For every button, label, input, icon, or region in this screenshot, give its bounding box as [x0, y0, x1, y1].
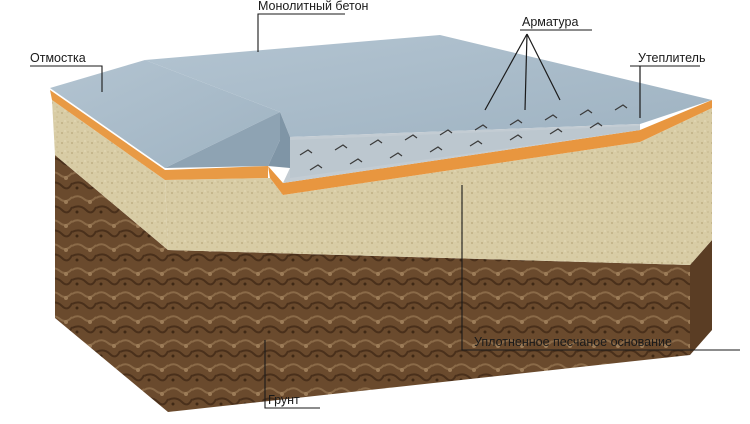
insulation-label: Утеплитель [638, 51, 705, 65]
soil-callout-line [264, 340, 320, 409]
blind-area-callout-line [30, 65, 103, 92]
concrete-slab-cut [290, 126, 640, 178]
sand-layer-left [52, 100, 168, 250]
sand-callout-line [461, 185, 740, 351]
concrete-slab-step [268, 112, 290, 168]
rebar-leader-3 [526, 33, 561, 101]
insulation-right [268, 100, 712, 195]
insulation-left [50, 90, 165, 180]
concrete-label: Монолитный бетон [258, 0, 369, 13]
insulation-mid [165, 166, 268, 180]
rebar-label: Арматура [522, 15, 578, 29]
concrete-slab-top [145, 35, 712, 137]
sand-layer-front [165, 108, 712, 265]
soil-label: Грунт [268, 393, 300, 407]
blind-area-label: Отмостка [30, 51, 86, 65]
rebar-leader-1 [484, 33, 528, 111]
rebar-leader-2 [524, 33, 528, 111]
concrete-callout-line [257, 13, 345, 52]
rebar-marks [299, 104, 628, 171]
soil-side [690, 240, 712, 355]
soil-layer [55, 155, 690, 412]
blind-area-edge [165, 112, 280, 168]
sand-base-label: Уплотненное песчаное основание [474, 335, 672, 349]
blind-area-top [50, 60, 280, 168]
